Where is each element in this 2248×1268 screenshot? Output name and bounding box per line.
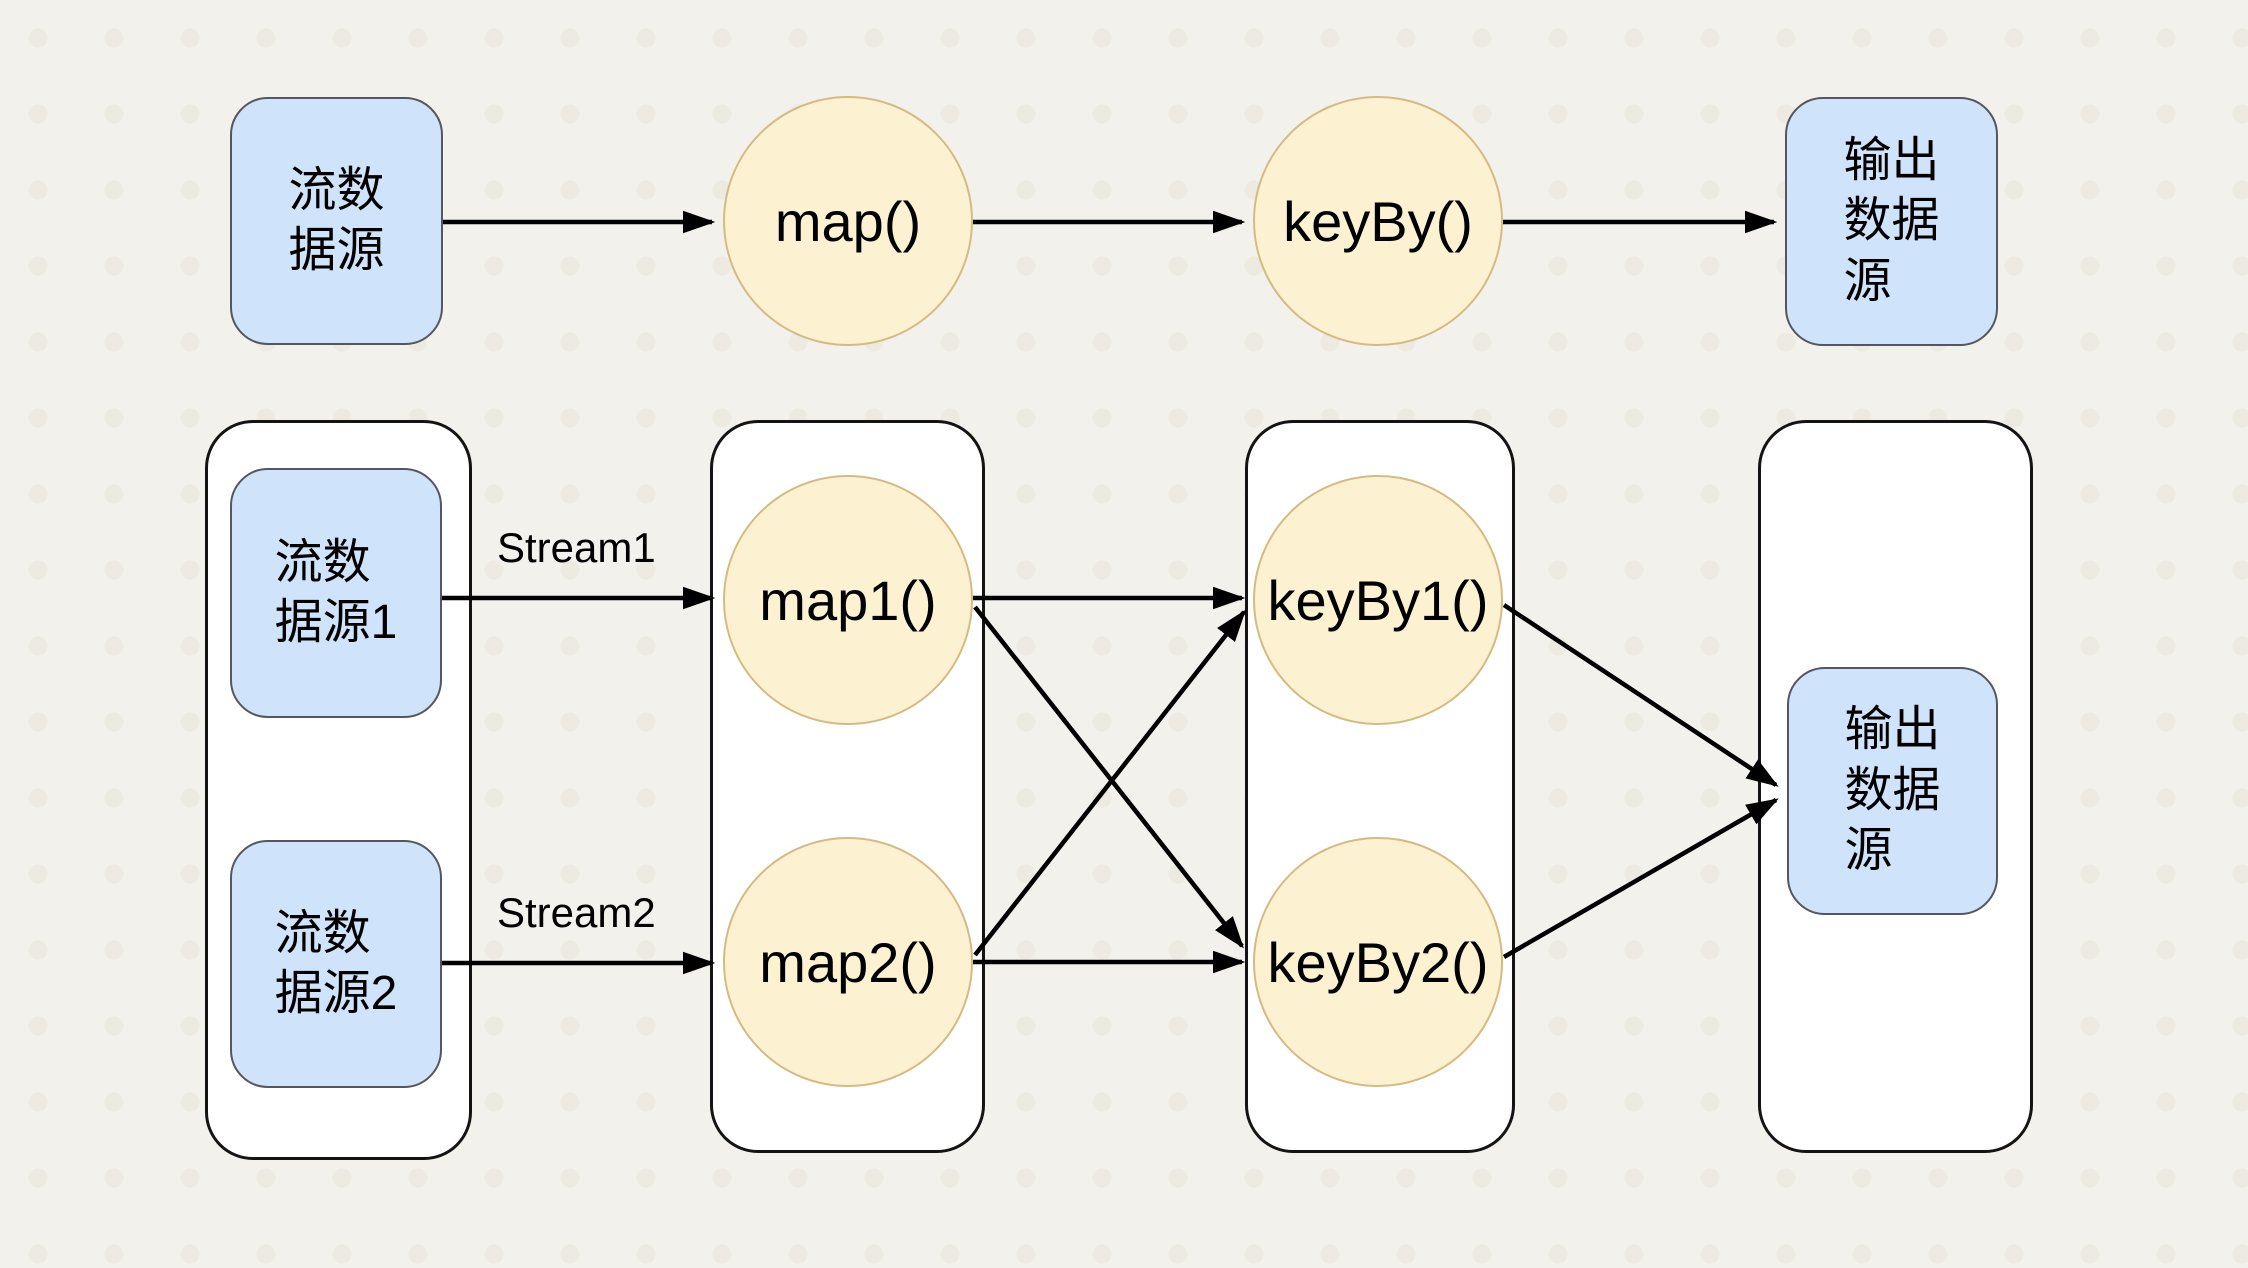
keyby2-label: keyBy2(): [1267, 930, 1489, 994]
map2-label: map2(): [759, 930, 937, 994]
top-source-node: 流数 据源: [230, 97, 443, 345]
stream-source2-node: 流数 据源2: [230, 840, 442, 1088]
edge-map1-keyby2: [973, 605, 1245, 949]
top-source-label: 流数 据源: [288, 163, 385, 277]
map2-node: map2(): [723, 837, 973, 1087]
stream-source2-label: 流数 据源2: [274, 906, 398, 1020]
edge-keyby2-sink: [1502, 798, 1779, 959]
keyby2-node: keyBy2(): [1253, 837, 1503, 1087]
stream-source1-label: 流数 据源1: [274, 535, 398, 649]
bottom-sink-label: 输出 数据 源: [1844, 703, 1941, 878]
keyby1-node: keyBy1(): [1253, 475, 1503, 725]
top-map-label: map(): [774, 189, 922, 253]
top-sink-node: 输出 数据 源: [1785, 97, 1998, 346]
stream-source1-node: 流数 据源1: [230, 468, 442, 718]
stream1-edge-label: Stream1: [497, 524, 656, 571]
top-map-node: map(): [723, 96, 973, 346]
map1-label: map1(): [759, 568, 937, 632]
edge-keyby1-sink: [1502, 603, 1779, 787]
stream2-edge-label: Stream2: [497, 889, 656, 936]
top-keyby-node: keyBy(): [1253, 96, 1503, 346]
edge-map2-keyby1: [973, 609, 1246, 957]
keyby1-label: keyBy1(): [1267, 568, 1489, 632]
top-sink-label: 输出 数据 源: [1843, 133, 1940, 308]
map1-node: map1(): [723, 475, 973, 725]
bottom-sink-node: 输出 数据 源: [1787, 667, 1998, 915]
top-keyby-label: keyBy(): [1283, 189, 1473, 253]
